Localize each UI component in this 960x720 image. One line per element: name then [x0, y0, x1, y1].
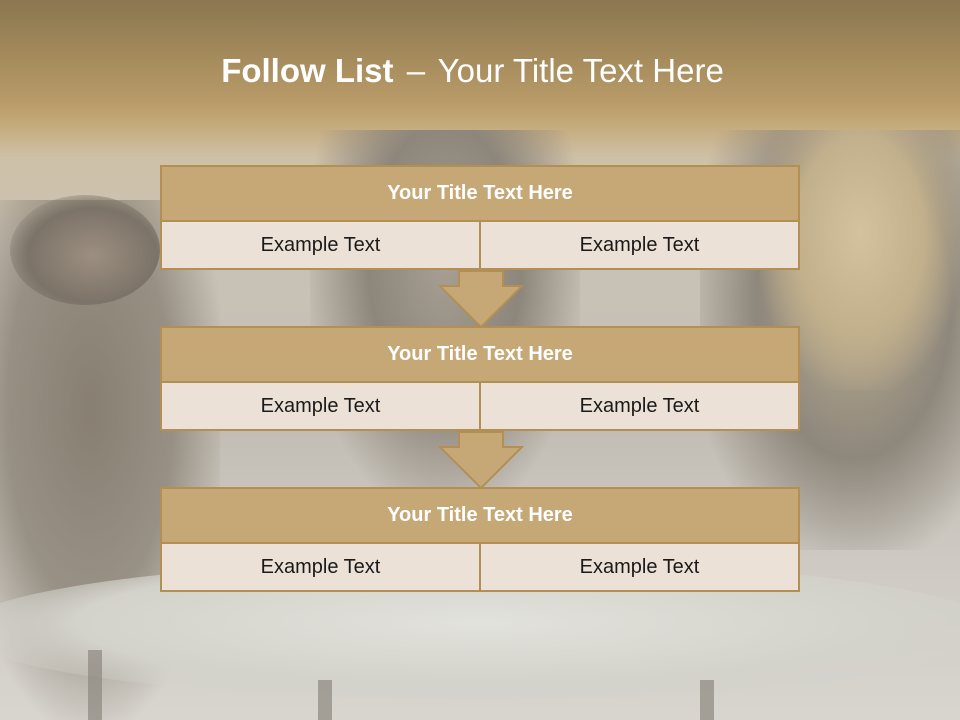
- block-row: Example Text Example Text: [160, 381, 800, 431]
- block-row: Example Text Example Text: [160, 220, 800, 270]
- block-title[interactable]: Your Title Text Here: [160, 487, 800, 544]
- background-table-leg: [700, 680, 714, 720]
- slide-title[interactable]: Follow List – Your Title Text Here: [0, 52, 945, 90]
- list-block: Your Title Text Here Example Text Exampl…: [160, 165, 800, 270]
- block-cell-right[interactable]: Example Text: [479, 381, 800, 431]
- block-cell-left[interactable]: Example Text: [160, 381, 481, 431]
- down-arrow-icon: [438, 270, 524, 328]
- background-person-left: [0, 200, 220, 720]
- block-cell-left[interactable]: Example Text: [160, 542, 481, 592]
- list-block: Your Title Text Here Example Text Exampl…: [160, 487, 800, 592]
- list-block: Your Title Text Here Example Text Exampl…: [160, 326, 800, 431]
- slide-title-separator: –: [406, 52, 426, 89]
- background-table-leg: [318, 680, 332, 720]
- block-title[interactable]: Your Title Text Here: [160, 326, 800, 383]
- down-arrow-icon: [438, 431, 524, 489]
- block-cell-right[interactable]: Example Text: [479, 542, 800, 592]
- slide-title-rest: Your Title Text Here: [437, 52, 724, 89]
- background-table-leg: [88, 650, 102, 720]
- block-cell-right[interactable]: Example Text: [479, 220, 800, 270]
- background-head-left: [10, 195, 160, 305]
- block-cell-left[interactable]: Example Text: [160, 220, 481, 270]
- block-row: Example Text Example Text: [160, 542, 800, 592]
- slide-title-bold: Follow List: [221, 52, 394, 89]
- block-title[interactable]: Your Title Text Here: [160, 165, 800, 222]
